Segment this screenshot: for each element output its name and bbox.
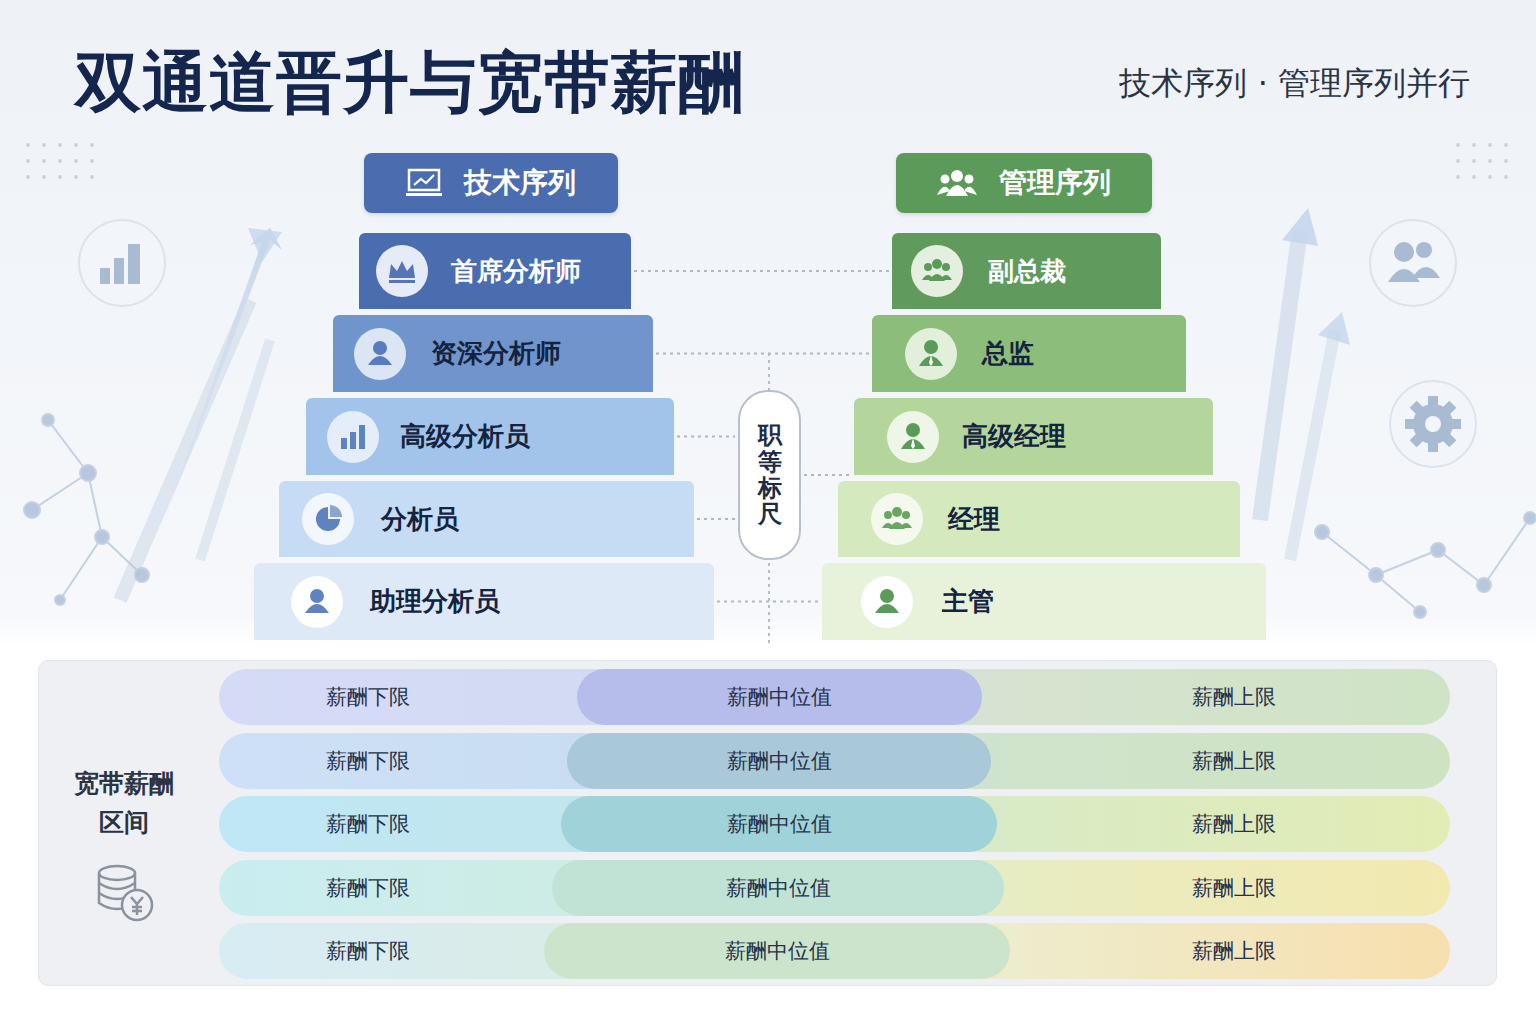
salary-max: 薪酬上限: [1192, 923, 1276, 979]
header-label: 管理序列: [999, 164, 1111, 202]
panel-label: 宽带薪酬 区间: [69, 765, 179, 843]
level-label: 分析员: [381, 502, 459, 537]
grade-link: [697, 518, 735, 520]
level-label: 经理: [948, 502, 1000, 537]
grade-ruler: 职等标尺: [738, 390, 801, 560]
header-icon: [937, 168, 977, 198]
median-pill: 薪酬中位值: [544, 923, 1010, 979]
salary-band: 薪酬下限 薪酬上限 薪酬中位值: [219, 733, 1450, 789]
salary-max: 薪酬上限: [1192, 669, 1276, 725]
level-label: 高级经理: [962, 419, 1066, 454]
level-step: 高级分析员: [306, 398, 674, 475]
header-icon: [406, 168, 442, 198]
diagram-caption: 技术序列 · 管理序列并行: [1119, 62, 1470, 106]
salary-max: 薪酬上限: [1192, 860, 1276, 916]
salary-median: 薪酬中位值: [726, 874, 831, 902]
money-icon: [93, 861, 157, 925]
median-pill: 薪酬中位值: [552, 860, 1004, 916]
header-label: 技术序列: [464, 164, 576, 202]
salary-min: 薪酬下限: [326, 669, 410, 725]
level-step: 经理: [838, 481, 1240, 557]
salary-median: 薪酬中位值: [727, 747, 832, 775]
level-label: 主管: [942, 584, 994, 619]
grade-link: [804, 474, 851, 476]
sequence-header: 管理序列: [896, 153, 1152, 213]
salary-median: 薪酬中位值: [727, 683, 832, 711]
salary-band: 薪酬下限 薪酬上限 薪酬中位值: [219, 860, 1450, 916]
level-label: 高级分析员: [400, 419, 530, 454]
level-label: 总监: [982, 336, 1034, 371]
salary-min: 薪酬下限: [326, 923, 410, 979]
median-pill: 薪酬中位值: [567, 733, 991, 789]
level-icon: [886, 410, 940, 464]
diagram-title: 双通道晋升与宽带薪酬: [75, 38, 745, 128]
level-step: 资深分析师: [333, 315, 653, 392]
level-icon: [910, 244, 964, 298]
salary-max: 薪酬上限: [1192, 796, 1276, 852]
ruler-label: 职等标尺: [758, 422, 782, 528]
level-step: 首席分析师: [359, 233, 631, 309]
sequence-header: 技术序列: [364, 153, 618, 213]
level-step: 总监: [872, 315, 1186, 392]
level-label: 资深分析师: [431, 336, 561, 371]
salary-max: 薪酬上限: [1192, 733, 1276, 789]
median-pill: 薪酬中位值: [577, 669, 982, 725]
level-label: 副总裁: [988, 254, 1066, 289]
level-label: 首席分析师: [451, 254, 581, 289]
level-icon: [353, 327, 407, 381]
level-label: 助理分析员: [370, 584, 500, 619]
salary-band: 薪酬下限 薪酬上限 薪酬中位值: [219, 669, 1450, 725]
salary-min: 薪酬下限: [326, 860, 410, 916]
level-step: 高级经理: [854, 398, 1213, 475]
median-pill: 薪酬中位值: [561, 796, 997, 852]
level-icon: [375, 244, 429, 298]
grade-link: [634, 270, 889, 272]
grade-link: [717, 601, 819, 603]
salary-min: 薪酬下限: [326, 796, 410, 852]
level-step: 助理分析员: [254, 563, 714, 640]
salary-band: 薪酬下限 薪酬上限 薪酬中位值: [219, 923, 1450, 979]
salary-median: 薪酬中位值: [725, 937, 830, 965]
level-step: 副总裁: [892, 233, 1161, 309]
level-icon: [301, 492, 355, 546]
level-icon: [904, 327, 958, 381]
grade-link: [677, 436, 735, 438]
level-icon: [870, 492, 924, 546]
level-step: 主管: [822, 563, 1266, 640]
grade-link: [656, 353, 869, 355]
level-icon: [290, 575, 344, 629]
salary-panel: 宽带薪酬 区间薪酬下限薪酬上限薪酬中位值薪酬下限薪酬上限薪酬中位值薪酬下限薪酬上…: [38, 660, 1497, 986]
level-icon: [326, 410, 380, 464]
level-icon: [860, 575, 914, 629]
salary-min: 薪酬下限: [326, 733, 410, 789]
grade-link: [804, 474, 835, 476]
salary-median: 薪酬中位值: [727, 810, 832, 838]
salary-band: 薪酬下限 薪酬上限 薪酬中位值: [219, 796, 1450, 852]
level-step: 分析员: [279, 481, 694, 557]
